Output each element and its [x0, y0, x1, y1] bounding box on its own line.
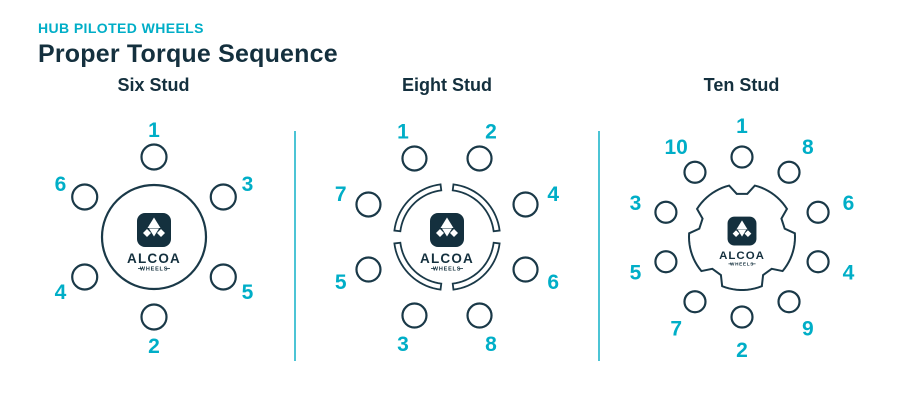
panel-divider [294, 131, 296, 361]
stud-circle-7 [355, 191, 382, 218]
stud-number-10: 10 [664, 136, 687, 159]
stud-number-3: 3 [241, 173, 253, 196]
stud-number-3: 3 [397, 333, 409, 356]
alcoa-sub-wordmark: WHEELS [433, 267, 461, 273]
stud-number-6: 6 [547, 271, 559, 294]
alcoa-mark-triangle-down [442, 228, 452, 237]
stud-number-2: 2 [736, 339, 748, 362]
stud-circle-2 [466, 145, 493, 172]
stud-circle-1 [401, 145, 428, 172]
stud-number-3: 3 [629, 192, 641, 215]
stud-number-1: 1 [148, 119, 160, 142]
stud-circle-5 [209, 263, 237, 291]
stud-number-4: 4 [54, 281, 66, 304]
stud-circle-9 [776, 290, 801, 314]
stud-circle-7 [682, 290, 707, 314]
stud-circle-3 [653, 200, 678, 224]
hub-ring-segment [451, 241, 501, 291]
stud-number-9: 9 [801, 317, 813, 340]
alcoa-mark-triangle-up [735, 220, 748, 230]
alcoa-wordmark: ALCOA [420, 251, 474, 266]
hub-ring [687, 184, 796, 291]
stud-circle-6 [805, 200, 830, 224]
stud-number-2: 2 [148, 335, 160, 358]
alcoa-mark-diamond-right [744, 230, 751, 237]
hub-ring-segment [393, 241, 443, 291]
panel-divider [598, 131, 600, 361]
stud-circle-4 [70, 263, 98, 291]
panel-title-eight-stud: Eight Stud [402, 75, 492, 95]
alcoa-mark-triangle-down [148, 228, 159, 237]
alcoa-mark-triangle-down [737, 229, 746, 237]
alcoa-sub-wordmark: WHEELS [730, 261, 754, 266]
alcoa-mark-triangle-up [147, 217, 160, 228]
stud-number-4: 4 [842, 261, 854, 284]
stud-circle-8 [466, 302, 493, 329]
hub-ring-segment [393, 183, 443, 233]
stud-circle-6 [512, 256, 539, 283]
alcoa-mark-diamond-left [142, 229, 151, 237]
stud-circle-5 [653, 250, 678, 274]
stud-circle-5 [355, 256, 382, 283]
hub-ring [100, 183, 207, 291]
alcoa-wordmark: ALCOA [719, 250, 765, 262]
stud-number-7: 7 [335, 183, 347, 206]
stud-number-6: 6 [842, 192, 854, 215]
stud-number-7: 7 [670, 317, 682, 340]
stud-circle-3 [401, 302, 428, 329]
stud-circle-6 [70, 183, 98, 211]
alcoa-mark-diamond-right [450, 229, 458, 237]
alcoa-wordmark: ALCOA [127, 251, 181, 266]
stud-circle-4 [805, 250, 830, 274]
panel-title-six-stud: Six Stud [117, 75, 190, 95]
page-header: HUB PILOTED WHEELS Proper Torque Sequenc… [0, 0, 900, 69]
stud-circle-3 [209, 183, 237, 211]
alcoa-mark-triangle-up [440, 217, 454, 228]
stud-number-4: 4 [547, 183, 559, 206]
alcoa-mark-diamond-left [436, 229, 444, 237]
hub-ring-segment [451, 183, 501, 233]
stud-circle-4 [512, 191, 539, 218]
stud-number-2: 2 [485, 121, 497, 144]
stud-number-5: 5 [241, 281, 253, 304]
stud-circle-2 [139, 303, 168, 331]
stud-number-6: 6 [54, 173, 66, 196]
alcoa-mark-diamond-left [732, 230, 739, 237]
stud-number-8: 8 [485, 333, 497, 356]
stud-number-1: 1 [397, 121, 409, 144]
stud-number-5: 5 [335, 271, 347, 294]
eyebrow-label: HUB PILOTED WHEELS [38, 20, 204, 36]
stud-circle-1 [139, 143, 168, 171]
stud-number-5: 5 [629, 261, 641, 284]
page-title: Proper Torque Sequence [38, 40, 338, 68]
stud-circle-10 [682, 160, 707, 184]
stud-number-1: 1 [736, 115, 748, 138]
stud-circle-8 [776, 160, 801, 184]
panel-title-ten-stud: Ten Stud [703, 75, 780, 95]
alcoa-sub-wordmark: WHEELS [139, 267, 167, 273]
stud-number-8: 8 [801, 136, 813, 159]
stud-circle-1 [729, 145, 754, 169]
alcoa-mark-diamond-right [156, 229, 165, 237]
stud-circle-2 [729, 305, 754, 329]
